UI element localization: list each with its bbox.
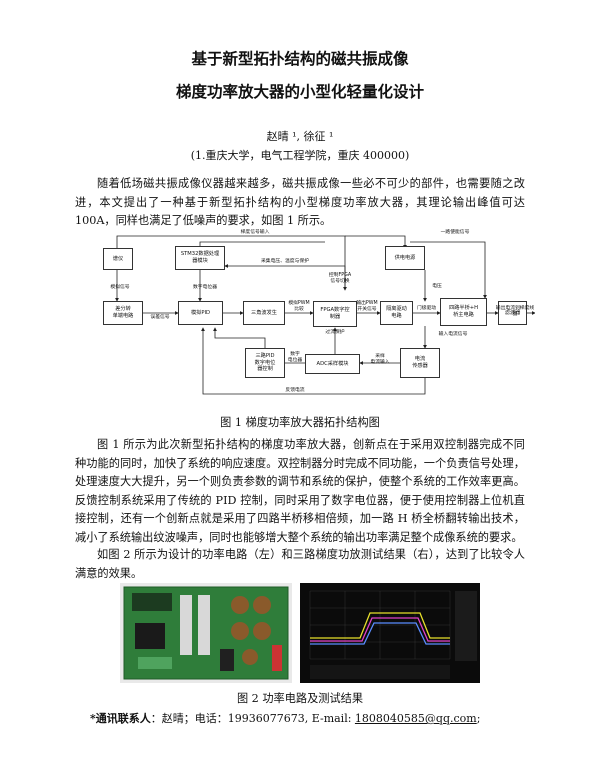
node-current-sensor: 电流 传感器 <box>400 348 440 378</box>
scope-traces <box>300 583 480 683</box>
label-fpga-switch: 控制FPGA 信号切换 <box>328 273 352 284</box>
node-bridge: 四路半桥+H 桥主电路 <box>440 298 487 326</box>
pcb-board-image <box>123 586 289 680</box>
contact-line: *通讯联系人：赵晴；电话：19936077673, E-mail: 180804… <box>90 710 480 726</box>
node-source: 谱仪 <box>103 248 133 270</box>
label-pwm-output: 输出PWM 开关信号 <box>356 301 378 312</box>
node-fpga: FPGA数字控 制器 <box>313 301 357 327</box>
node-isolated-drive: 隔离驱动 电路 <box>380 301 413 325</box>
paragraph-1: 随着低场磁共振成像仪器越来越多，磁共振成像一些必不可少的部件，也需要随之改进，本… <box>75 175 525 231</box>
node-stm32: STM32数据处理 器模块 <box>175 246 225 270</box>
title-line-1: 基于新型拓扑结构的磁共振成像 <box>191 50 409 68</box>
label-stm-feedback: 采集电压、温度与保护 <box>261 259 309 264</box>
label-sample: 采样 电流输入 <box>370 354 390 365</box>
paragraph-2-text: 图 1 所示为此次新型拓扑结构的梯度功率放大器，创新点在于采用双控制器完成不同种… <box>75 438 525 544</box>
label-pwm-compare: 模拟PWM 比较 <box>288 301 310 312</box>
label-feedback: 反馈电流 <box>285 388 305 393</box>
label-digital-pot: 数字电位器 <box>193 285 217 290</box>
oscilloscope-screenshot <box>300 583 480 683</box>
authors: 赵晴 ¹, 徐征 ¹ <box>266 130 334 143</box>
label-output-current: 输出电流到梯度线圈 <box>495 306 535 317</box>
node-analog-pid: 模拟PID <box>178 301 223 325</box>
label-analog-signal: 模拟信号 <box>110 285 130 290</box>
label-current-input: 输入电流信号 <box>438 332 468 337</box>
label-gate-drive: 门极驱动 <box>416 306 437 311</box>
figure-1-caption: 图 1 梯度功率放大器拓扑结构图 <box>220 416 380 429</box>
label-overcurrent: 过流保护 <box>325 330 345 335</box>
label-enable-1: 一路使能信号 <box>440 230 470 235</box>
paragraph-3: 如图 2 所示为设计的功率电路（左）和三路梯度功放测试结果（右），达到了比较令人… <box>75 546 525 583</box>
label-voltage: 电压 <box>432 284 442 289</box>
label-error-signal: 误差信号 <box>150 315 170 320</box>
node-power-supply: 供电电源 <box>385 246 425 270</box>
node-triangle-gen: 三角波发生 <box>243 301 285 325</box>
email-link[interactable]: 1808040585@qq.com <box>354 712 477 725</box>
pcb-photo <box>120 583 292 683</box>
node-diff-converter: 差分转 单端电路 <box>103 301 143 325</box>
paragraph-1-text: 随着低场磁共振成像仪器越来越多，磁共振成像一些必不可少的部件，也需要随之改进，本… <box>75 177 525 227</box>
contact-label: *通讯联系人 <box>90 712 151 725</box>
node-filter: 滤波器 <box>498 301 527 325</box>
paragraph-2: 图 1 所示为此次新型拓扑结构的梯度功率放大器，创新点在于采用双控制器完成不同种… <box>75 436 525 547</box>
figure-2-caption: 图 2 功率电路及测试结果 <box>236 692 364 705</box>
paragraph-3-text: 如图 2 所示为设计的功率电路（左）和三路梯度功放测试结果（右），达到了比较令人… <box>75 548 525 580</box>
figure-1-diagram: 谱仪 STM32数据处理 器模块 供电电源 差分转 单端电路 模拟PID 三角波… <box>95 228 535 406</box>
contact-text: ：赵晴；电话：19936077673, E-mail: <box>150 712 355 725</box>
node-adc: ADC采样模块 <box>305 354 360 374</box>
contact-tail: ; <box>476 712 481 725</box>
node-digital-pot: 三路PID 数字电位 器控制 <box>245 348 285 378</box>
label-pot-bus: 数字 电位器 <box>287 352 303 363</box>
title-line-2: 梯度功率放大器的小型化轻量化设计 <box>175 83 424 101</box>
label-gradient-input: 梯度信号输入 <box>240 230 270 235</box>
affiliation: (1.重庆大学，电气工程学院，重庆 400000) <box>190 149 410 162</box>
